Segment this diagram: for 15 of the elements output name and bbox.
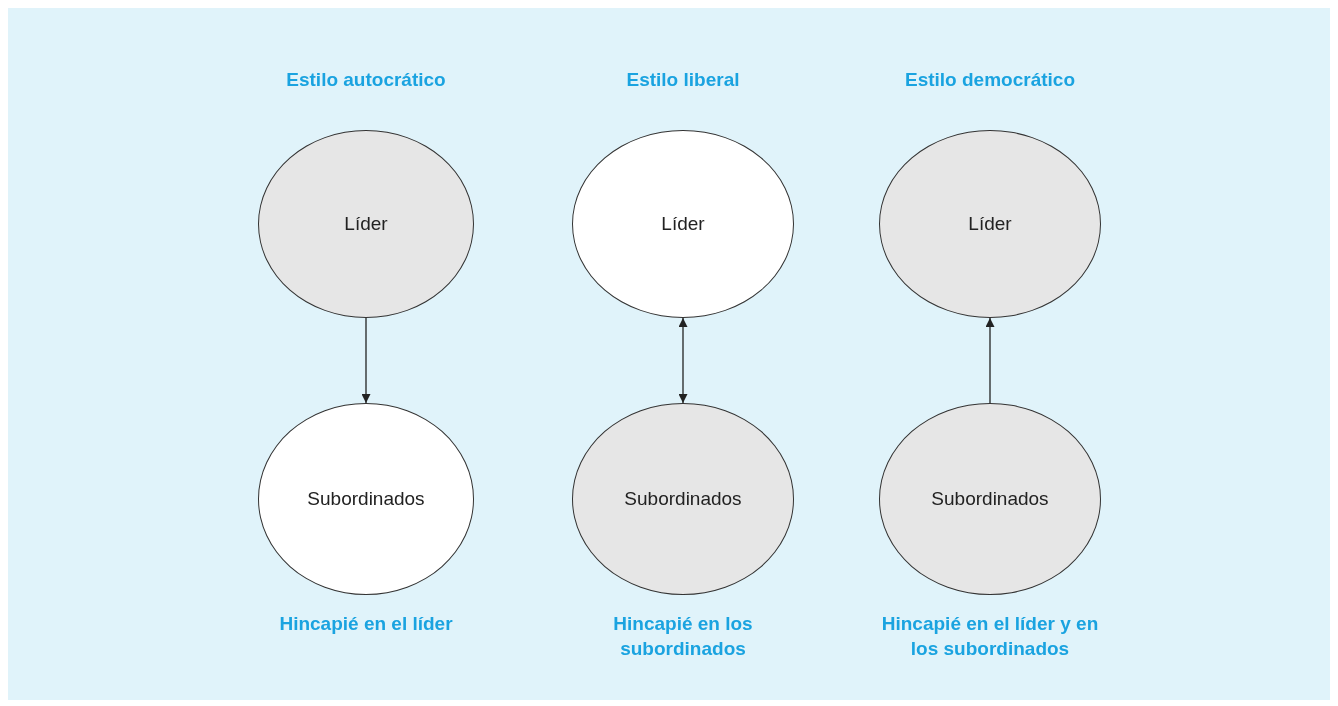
node-label: Subordinados bbox=[624, 486, 742, 511]
arrow bbox=[678, 317, 688, 404]
node-label: Líder bbox=[661, 211, 705, 236]
node-label: Líder bbox=[344, 211, 388, 236]
column-caption: Hincapié en los subordinados bbox=[612, 612, 754, 661]
arrow bbox=[361, 317, 371, 404]
column-heading: Estilo liberal bbox=[625, 68, 741, 92]
column-caption: Hincapié en el líder bbox=[278, 612, 454, 636]
column-caption: Hincapié en el líder y en los subordinados bbox=[880, 612, 1100, 661]
node-label: Subordinados bbox=[931, 486, 1049, 511]
column-heading: Estilo autocrático bbox=[285, 68, 447, 92]
node-label: Líder bbox=[968, 211, 1012, 236]
column-heading: Estilo democrático bbox=[904, 68, 1076, 92]
arrow bbox=[985, 317, 995, 404]
node-label: Subordinados bbox=[307, 486, 425, 511]
